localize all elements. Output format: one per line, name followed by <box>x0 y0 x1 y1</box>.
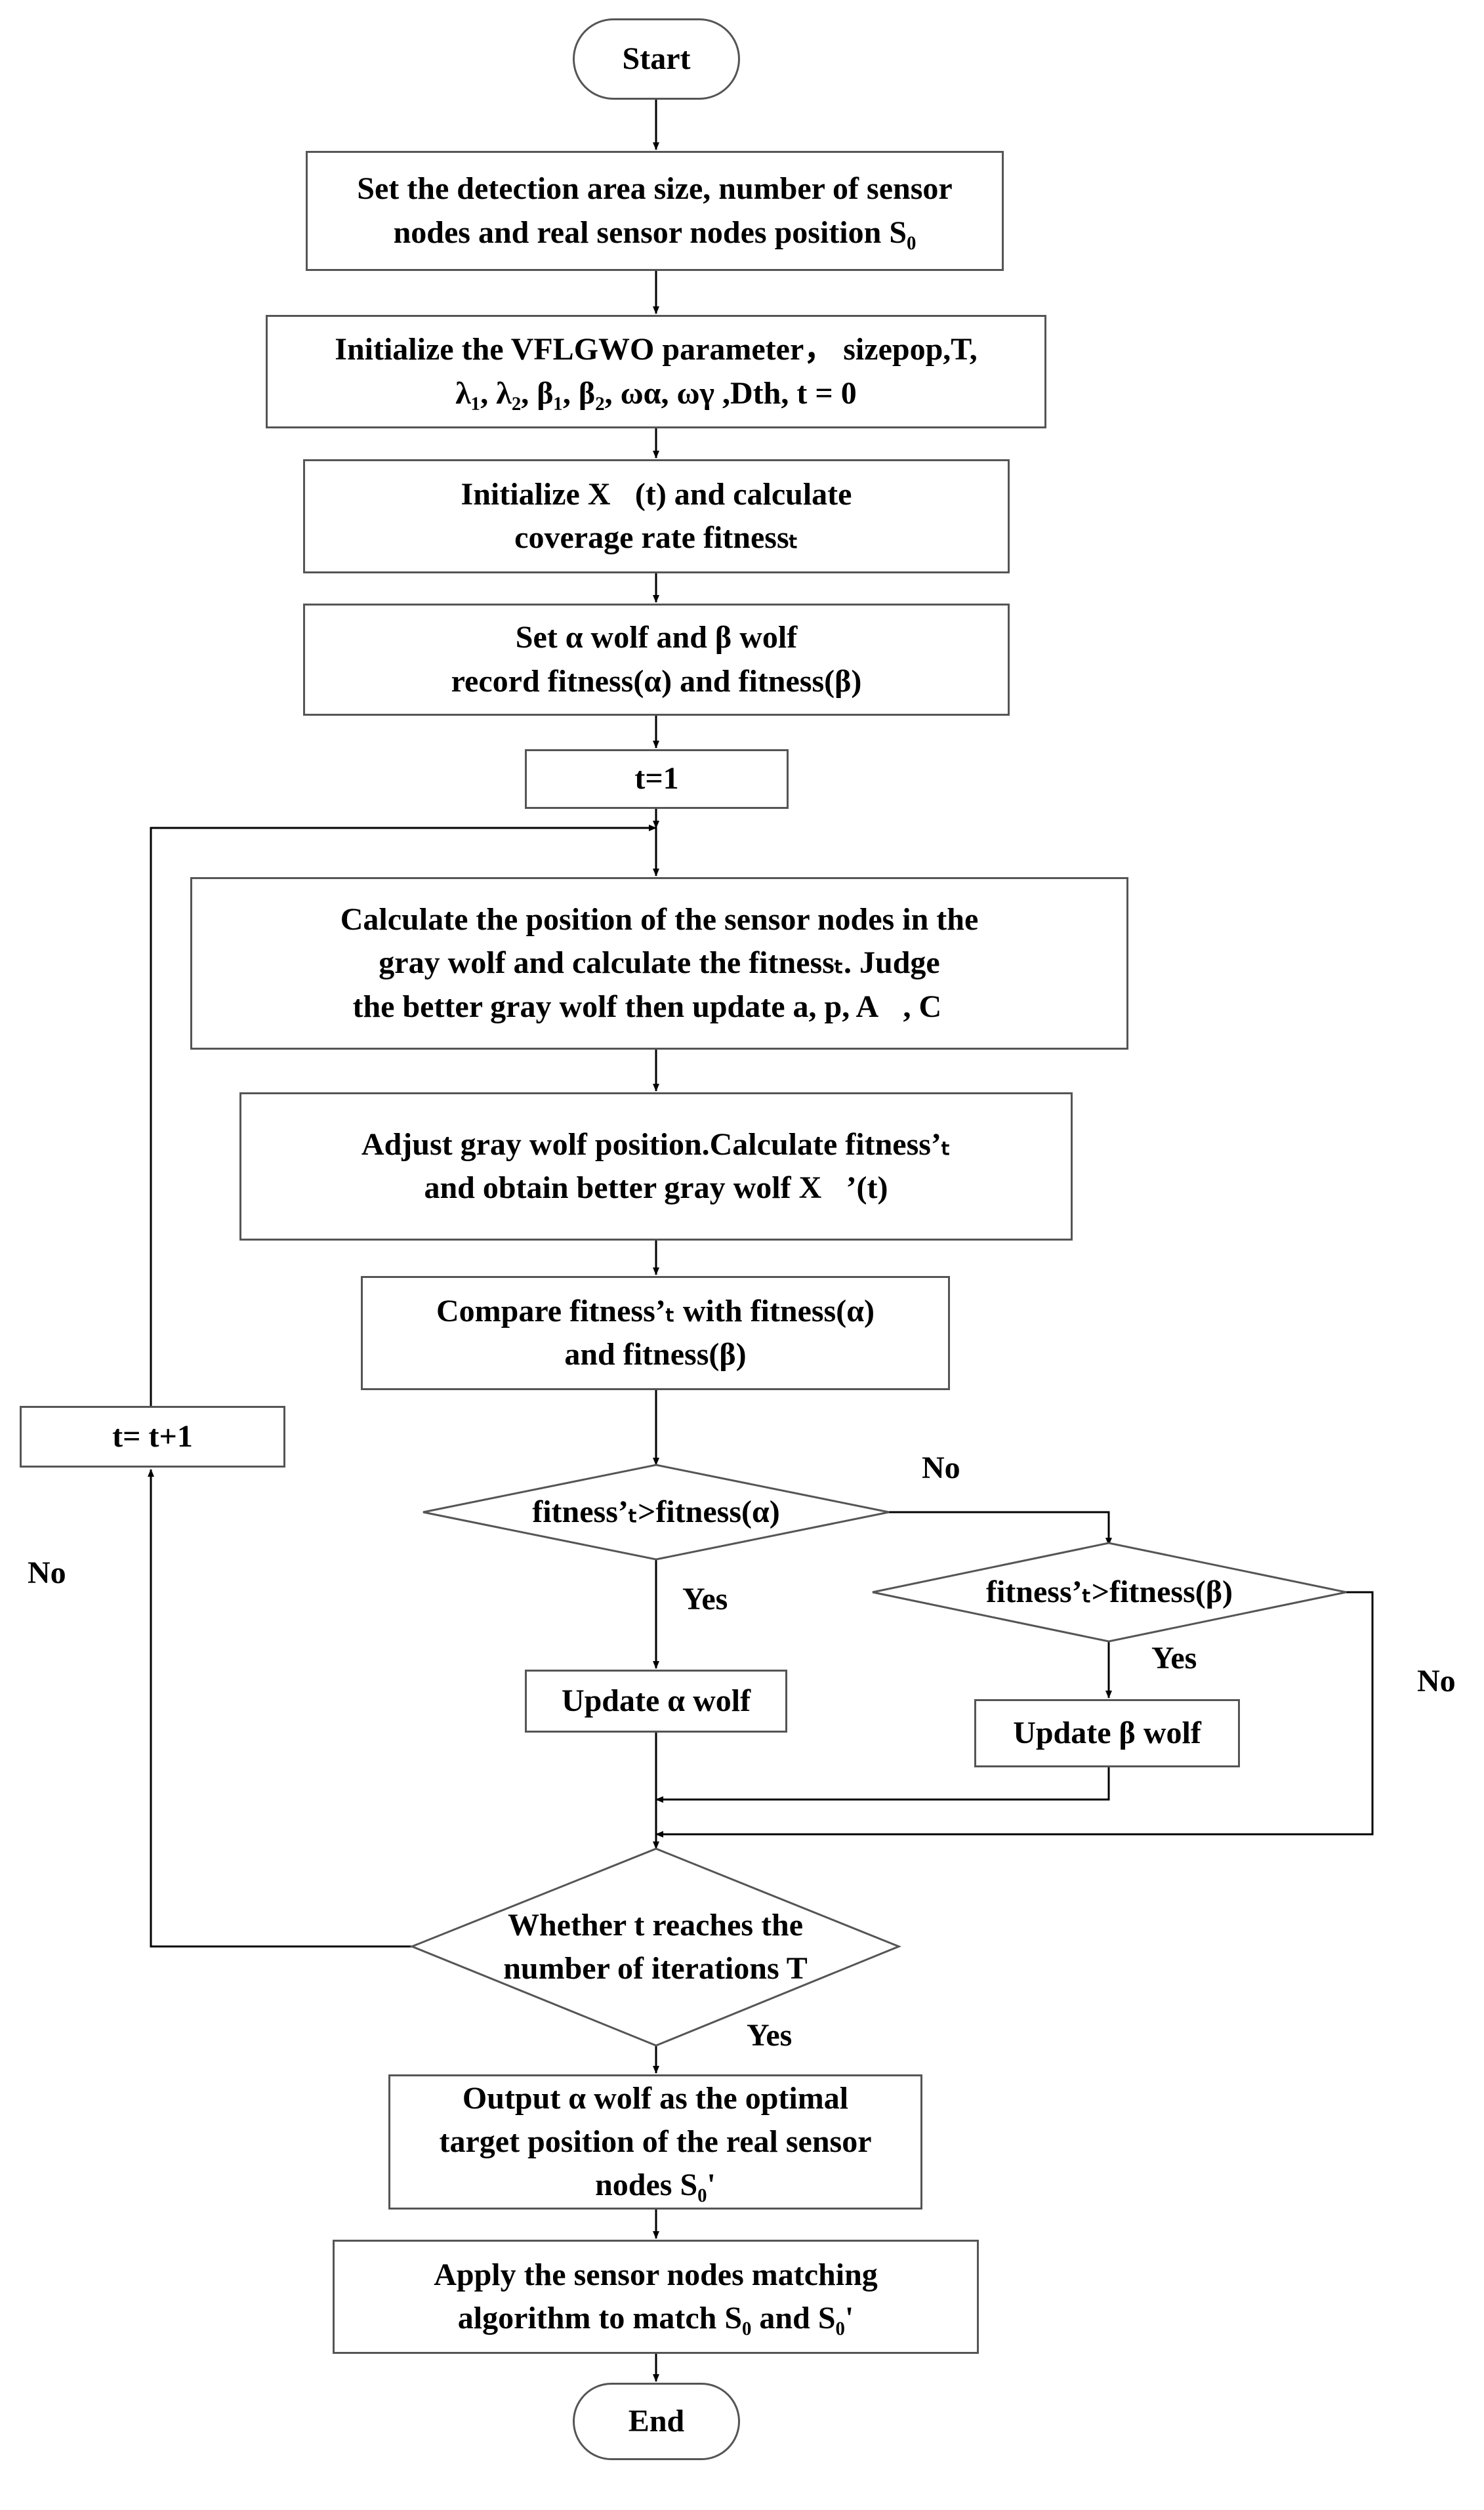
calc-position-step: Calculate the position of the sensor nod… <box>190 877 1128 1050</box>
iteration-no-label: No <box>28 1555 66 1590</box>
output-line-1: Output α wolf as the optimal <box>462 2080 849 2116</box>
decision-beta-check-shape <box>872 1542 1347 1643</box>
calc-position-line-1: Calculate the position of the sensor nod… <box>340 902 979 937</box>
beta-no-label: No <box>1417 1664 1456 1698</box>
calc-position-line-2: gray wolf and calculate the fitnessₜ. Ju… <box>379 945 940 981</box>
edge-update-beta-to-merge <box>655 1767 1110 1803</box>
alpha-check-label: fitness’ₜ>fitness(α) <box>532 1494 780 1529</box>
output-line-3: nodes S₀' <box>595 2168 716 2203</box>
t-one-label: t=1 <box>634 761 679 796</box>
iteration-check-decision: Whether t reaches the number of iteratio… <box>412 1849 899 2046</box>
iteration-check-line-2: number of iterations T <box>503 1951 808 1986</box>
edge-increment-to-loop <box>150 825 657 1406</box>
set-area-line-1: Set the detection area size, number of s… <box>357 171 953 207</box>
set-wolves-step: Set α wolf and β wolf record fitness(α) … <box>303 604 1010 716</box>
compare-line-2: and fitness(β) <box>564 1337 747 1372</box>
set-area-step: Set the detection area size, number of s… <box>306 151 1004 271</box>
update-alpha-label: Update α wolf <box>561 1683 751 1718</box>
init-x-line-2: coverage rate fitnessₜ <box>514 520 798 555</box>
set-area-line-2: nodes and real sensor nodes position S₀ <box>393 215 917 250</box>
apply-step: Apply the sensor nodes matching algorith… <box>333 2240 979 2354</box>
beta-yes-label: Yes <box>1151 1641 1197 1676</box>
apply-line-2: algorithm to match S₀ and S₀' <box>457 2301 854 2335</box>
beta-check-decision: fitness’ₜ>fitness(β) <box>873 1543 1346 1641</box>
increment-label: t= t+1 <box>112 1418 193 1454</box>
output-step: Output α wolf as the optimal target posi… <box>388 2074 922 2210</box>
edge-beta-no <box>655 1591 1374 1838</box>
increment-step: t= t+1 <box>20 1406 285 1468</box>
edge-iteration-no <box>148 1469 412 1948</box>
adjust-line-1: Adjust gray wolf position.Calculate fitn… <box>361 1126 951 1162</box>
calc-position-line-3: the better gray wolf then update a, p, A… <box>352 989 966 1024</box>
adjust-step: Adjust gray wolf position.Calculate fitn… <box>239 1092 1073 1241</box>
end-label: End <box>628 2403 685 2438</box>
init-params-line-2: λ₁, λ₂, β₁, β₂, ωα, ωγ ,Dth, t = 0 <box>455 375 857 411</box>
decision-alpha-check-shape <box>423 1464 890 1561</box>
end-terminal: End <box>573 2383 740 2460</box>
decision-iteration-check-shape <box>409 1847 901 2047</box>
init-x-line-1: Initialize X⃗(t) and calculate <box>461 476 852 512</box>
start-label: Start <box>622 41 691 76</box>
alpha-no-label: No <box>922 1450 960 1485</box>
iteration-yes-label: Yes <box>747 2018 793 2053</box>
update-beta-step: Update β wolf <box>974 1699 1240 1767</box>
compare-line-1: Compare fitness’ₜ with fitness(α) <box>436 1293 875 1328</box>
adjust-line-2: and obtain better gray wolf X⃗’(t) <box>424 1170 888 1205</box>
set-wolves-line-2: record fitness(α) and fitness(β) <box>451 663 862 699</box>
apply-line-1: Apply the sensor nodes matching <box>434 2257 878 2292</box>
start-terminal: Start <box>573 18 740 100</box>
iteration-check-line-1: Whether t reaches the <box>507 1907 804 1943</box>
edge-alpha-no <box>889 1511 1112 1546</box>
alpha-yes-label: Yes <box>682 1582 728 1616</box>
t-one-step: t=1 <box>525 749 789 809</box>
update-alpha-step: Update α wolf <box>525 1670 787 1733</box>
set-wolves-line-1: Set α wolf and β wolf <box>515 620 798 655</box>
init-params-step: Initialize the VFLGWO parameter， sizepop… <box>266 315 1046 428</box>
output-line-2: target position of the real sensor <box>439 2124 872 2159</box>
init-x-step: Initialize X⃗(t) and calculate coverage … <box>303 459 1010 573</box>
beta-check-label: fitness’ₜ>fitness(β) <box>985 1574 1233 1609</box>
update-beta-label: Update β wolf <box>1013 1715 1201 1750</box>
compare-step: Compare fitness’ₜ with fitness(α) and fi… <box>361 1276 950 1390</box>
init-params-line-1: Initialize the VFLGWO parameter， sizepop… <box>335 332 978 367</box>
alpha-check-decision: fitness’ₜ>fitness(α) <box>423 1465 889 1559</box>
